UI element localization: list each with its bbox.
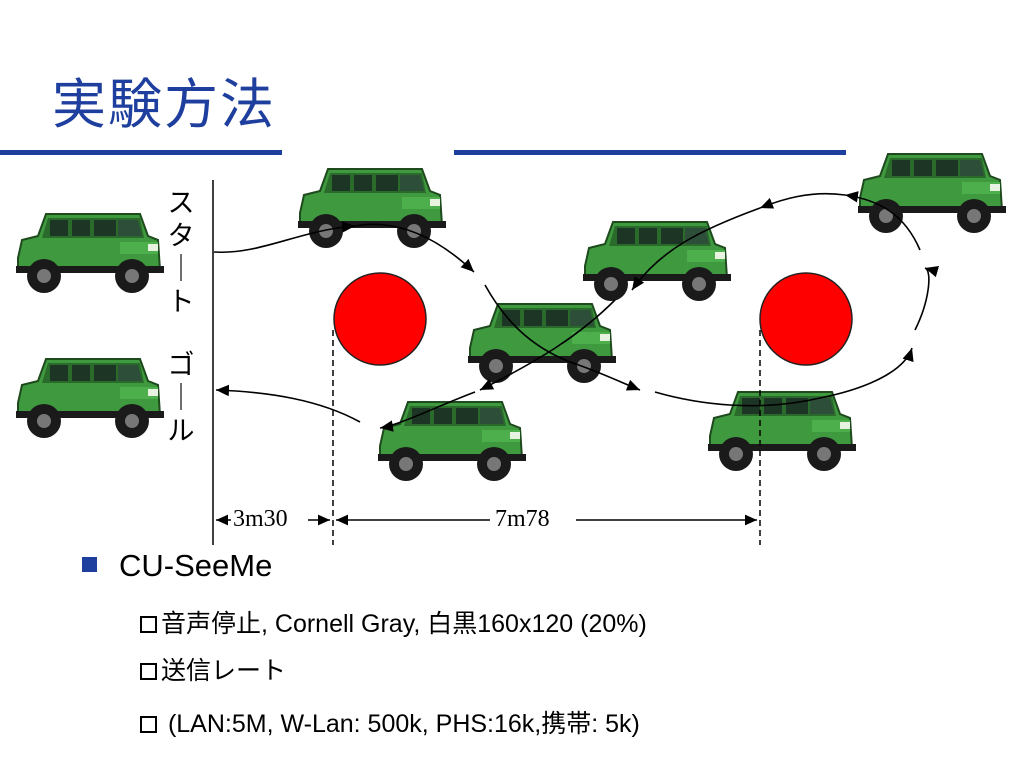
car-icon (857, 153, 1007, 234)
hollow-square-bullet-icon (140, 716, 157, 733)
sub-bullet-text: 送信レート (161, 657, 287, 685)
hollow-square-bullet-icon (140, 663, 157, 680)
bullet-item: CU-SeeMe (82, 548, 272, 584)
sub-bullet-text: (LAN:5M, W-Lan: 500k, PHS:16k,携帯: 5k) (161, 710, 640, 738)
dimension-label-start-to-pylon: 3m30 (231, 506, 290, 533)
goal-label: ゴ｜ル (167, 350, 195, 447)
title-rule-right (454, 150, 846, 155)
route-path (213, 191, 940, 432)
course-diagram (15, 153, 1007, 545)
car-icon (377, 401, 527, 482)
sub-bullet-item: 音声停止, Cornell Gray, 白黒160x120 (20%) (140, 604, 647, 640)
pylon-1 (333, 272, 427, 366)
sub-bullet-item: 送信レート (140, 651, 286, 687)
bullet-text: CU-SeeMe (119, 548, 273, 583)
dimension-label-pylon-to-pylon: 7m78 (493, 506, 552, 533)
slide-title: 実験方法 (52, 73, 276, 136)
car-icon (15, 358, 165, 439)
pylon-2 (759, 272, 853, 366)
title-rule-left (0, 150, 282, 155)
sub-bullet-text: 音声停止, Cornell Gray, 白黒160x120 (20%) (161, 610, 647, 638)
hollow-square-bullet-icon (140, 616, 157, 633)
start-label: スタ｜ト (167, 188, 195, 318)
car-icon (15, 213, 165, 294)
square-bullet-icon (82, 557, 97, 572)
sub-bullet-item: (LAN:5M, W-Lan: 500k, PHS:16k,携帯: 5k) (140, 704, 640, 740)
